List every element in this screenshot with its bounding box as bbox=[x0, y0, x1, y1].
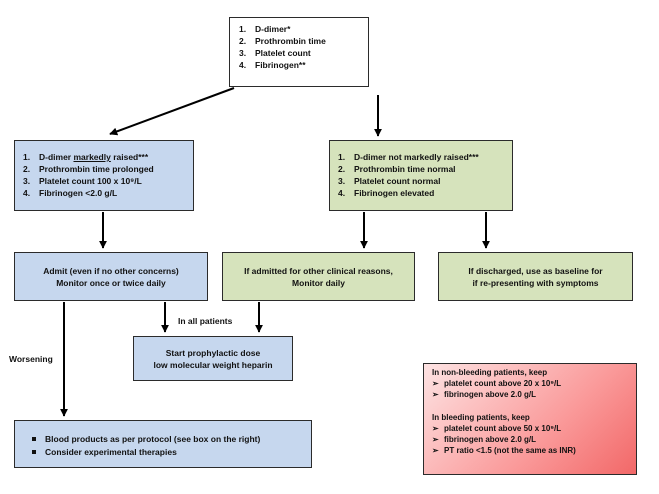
target-item: ➢platelet count above 20 x 10⁹/L bbox=[432, 379, 562, 388]
blood-products-box: Blood products as per protocol (see box … bbox=[14, 420, 312, 468]
dic-criteria-list: 1.D-dimer markedly raised*** 2.Prothromb… bbox=[23, 151, 193, 199]
target-item: ➢PT ratio <1.5 (not the same as INR) bbox=[432, 446, 576, 455]
normal-criteria-list: 1.D-dimer not markedly raised*** 2.Proth… bbox=[338, 151, 512, 199]
arrow-bullet-icon: ➢ bbox=[432, 424, 439, 433]
criteria-item: 3.Platelet count normal bbox=[338, 176, 441, 186]
targets-heading: In bleeding patients, keep bbox=[432, 413, 530, 422]
heparin-line: Start prophylactic dose bbox=[165, 347, 261, 358]
discharged-box: If discharged, use as baseline for if re… bbox=[438, 252, 633, 301]
all-patients-label: In all patients bbox=[178, 316, 233, 326]
normal-criteria-box: 1.D-dimer not markedly raised*** 2.Proth… bbox=[329, 140, 513, 211]
criteria-item: 3.Platelet count 100 x 10⁹/L bbox=[23, 176, 142, 186]
test-item: 4.Fibrinogen** bbox=[239, 60, 306, 70]
criteria-item: 1.D-dimer not markedly raised*** bbox=[338, 152, 479, 162]
bleeding-targets-list: ➢platelet count above 50 x 10⁹/L ➢fibrin… bbox=[432, 423, 636, 456]
target-item: ➢fibrinogen above 2.0 g/L bbox=[432, 435, 537, 444]
criteria-item: 4.Fibrinogen elevated bbox=[338, 188, 435, 198]
tests-box: 1.D-dimer* 2.Prothrombin time 3.Platelet… bbox=[229, 17, 369, 87]
admitted-line: If admitted for other clinical reasons, bbox=[244, 265, 393, 276]
targets-box: In non-bleeding patients, keep ➢platelet… bbox=[423, 363, 637, 475]
heparin-box: Start prophylactic dose low molecular we… bbox=[133, 336, 293, 381]
emphasis-underline: markedly bbox=[73, 152, 111, 162]
criteria-item: 4.Fibrinogen <2.0 g/L bbox=[23, 188, 118, 198]
test-item: 1.D-dimer* bbox=[239, 24, 291, 34]
arrow-top-to-left bbox=[109, 87, 235, 136]
blood-products-item: Blood products as per protocol (see box … bbox=[31, 433, 311, 446]
arrow-bullet-icon: ➢ bbox=[432, 446, 439, 455]
admitted-line: Monitor daily bbox=[292, 277, 345, 288]
test-item: 2.Prothrombin time bbox=[239, 36, 326, 46]
blood-products-item: Consider experimental therapies bbox=[31, 446, 311, 459]
dic-criteria-box: 1.D-dimer markedly raised*** 2.Prothromb… bbox=[14, 140, 194, 211]
criteria-item: 2.Prothrombin time normal bbox=[338, 164, 456, 174]
heparin-line: low molecular weight heparin bbox=[153, 359, 273, 370]
criteria-item: 1.D-dimer markedly raised*** bbox=[23, 152, 149, 162]
arrow-bullet-icon: ➢ bbox=[432, 379, 439, 388]
arrow-bullet-icon: ➢ bbox=[432, 390, 439, 399]
tests-list: 1.D-dimer* 2.Prothrombin time 3.Platelet… bbox=[239, 23, 368, 71]
admit-line: Monitor once or twice daily bbox=[56, 277, 166, 288]
arrow-bullet-icon: ➢ bbox=[432, 435, 439, 444]
non-bleeding-targets-list: ➢platelet count above 20 x 10⁹/L ➢fibrin… bbox=[432, 378, 636, 400]
target-item: ➢fibrinogen above 2.0 g/L bbox=[432, 390, 537, 399]
discharged-line: If discharged, use as baseline for bbox=[468, 265, 603, 276]
target-item: ➢platelet count above 50 x 10⁹/L bbox=[432, 424, 562, 433]
test-item: 3.Platelet count bbox=[239, 48, 311, 58]
admit-box: Admit (even if no other concerns) Monito… bbox=[14, 252, 208, 301]
discharged-line: if re-presenting with symptoms bbox=[472, 277, 599, 288]
admit-line: Admit (even if no other concerns) bbox=[43, 265, 179, 276]
criteria-item: 2.Prothrombin time prolonged bbox=[23, 164, 154, 174]
targets-heading: In non-bleeding patients, keep bbox=[432, 368, 548, 377]
admitted-box: If admitted for other clinical reasons, … bbox=[222, 252, 415, 301]
blood-products-list: Blood products as per protocol (see box … bbox=[31, 433, 311, 459]
worsening-label: Worsening bbox=[9, 354, 53, 364]
